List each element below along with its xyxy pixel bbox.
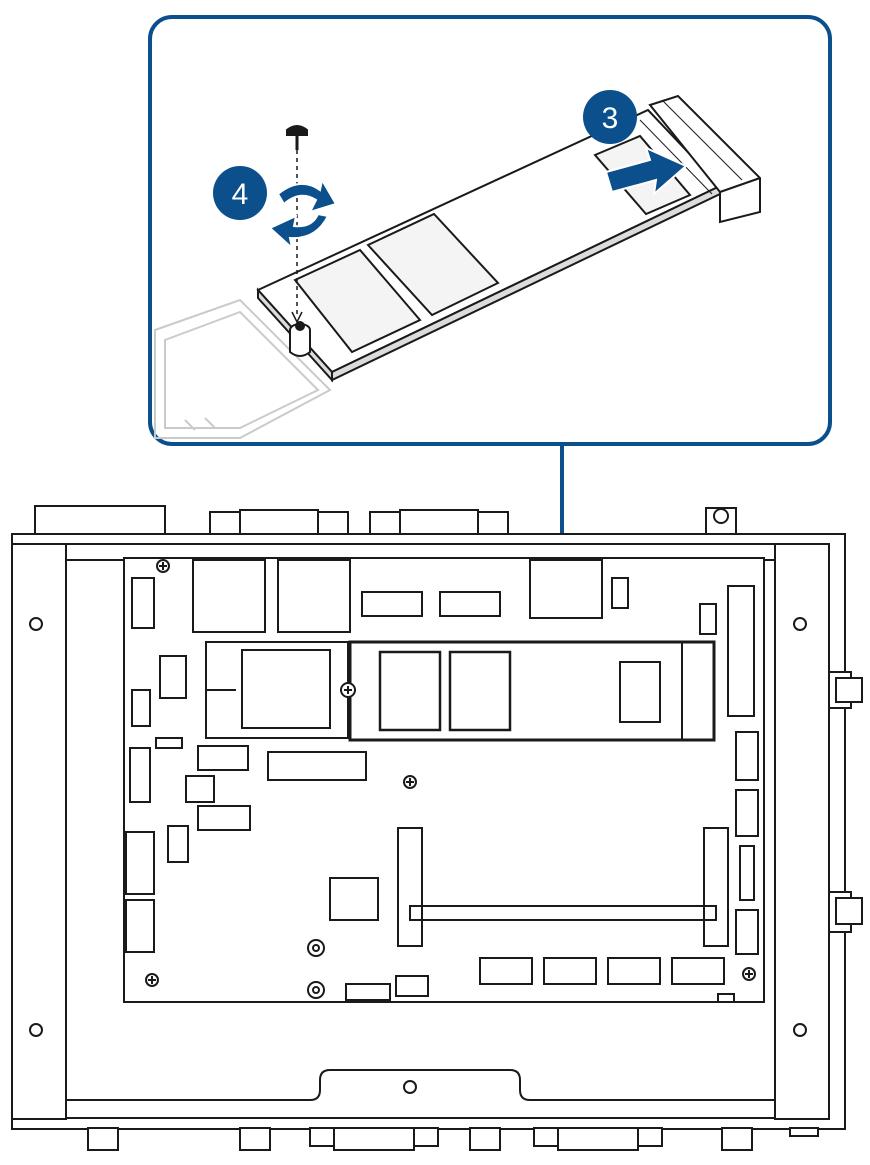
- rotate-arrow-icon: [268, 177, 338, 251]
- m2-connector-detail: [648, 94, 761, 224]
- rear-io-ports: [34, 505, 737, 535]
- sodimm-slot: [397, 827, 729, 947]
- detail-callout-panel: 4 3: [148, 15, 832, 446]
- step-3-badge: 3: [583, 90, 637, 144]
- front-io-ports: [87, 1127, 819, 1151]
- chassis-top-view: [11, 505, 863, 1151]
- step-3-label: 3: [602, 102, 619, 135]
- ssd-card-installed: [340, 640, 716, 742]
- faded-wifi-module: [154, 298, 332, 439]
- insert-arrow-icon: [604, 146, 688, 197]
- step-4-badge: 4: [213, 166, 267, 220]
- step-4-label: 4: [232, 178, 249, 211]
- standoff-post: [289, 321, 311, 357]
